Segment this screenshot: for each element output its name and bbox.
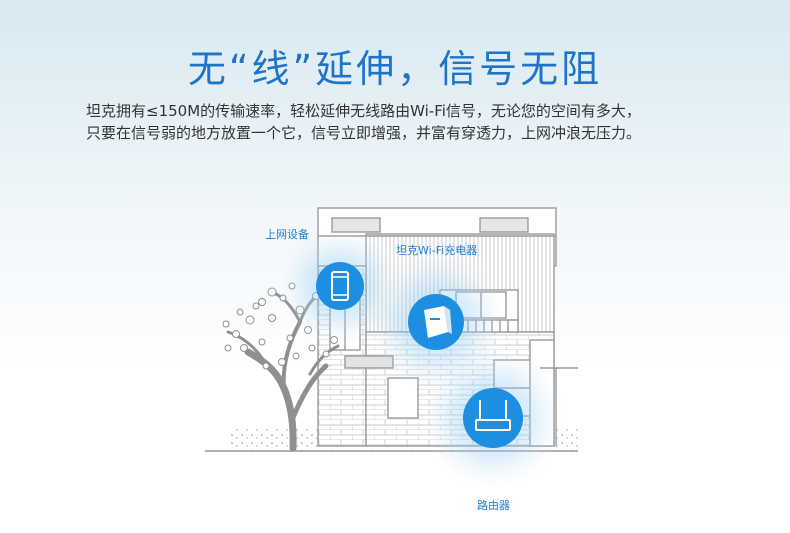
router-node [463, 388, 523, 448]
label-device: 上网设备 [265, 228, 309, 241]
label-charger: 坦克Wi-Fi充电器 [396, 244, 478, 257]
description-line-2: 只要在信号弱的地方放置一个它，信号立即增强，并富有穿透力，上网冲浪无压力。 [86, 124, 642, 142]
charger-node [408, 294, 464, 350]
router-icon [475, 400, 511, 431]
headline: 无“线”延伸，信号无阻 [187, 47, 603, 91]
label-router: 路由器 [477, 499, 510, 512]
device-node [316, 262, 364, 310]
wifi-extender-icon [424, 306, 452, 338]
smartphone-icon [331, 271, 349, 301]
description: 坦克拥有≤150M的传输速率，轻松延伸无线路由Wi-Fi信号，无论您的空间有多大… [86, 100, 726, 144]
description-line-1: 坦克拥有≤150M的传输速率，轻松延伸无线路由Wi-Fi信号，无论您的空间有多大… [86, 102, 641, 120]
